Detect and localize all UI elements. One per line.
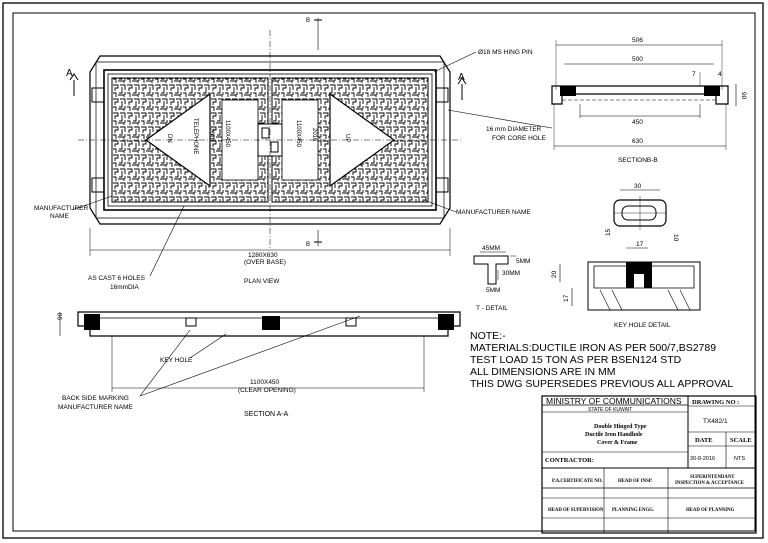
notes-block: NOTE:- MATERIALS:DUCTILE IRON AS PER 500… (470, 330, 733, 390)
scale-value: NTS (734, 456, 745, 462)
back-side-label-2: MANUFACTURER NAME (58, 404, 133, 411)
note-line: TEST LOAD 15 TON AS PER BSEN124 STD (470, 354, 682, 366)
title-block (541, 395, 757, 534)
section-aa-drawing (59, 311, 461, 397)
sheet-inner-border (12, 12, 756, 532)
note-line: ALL DIMENSIONS ARE IN MM (470, 366, 616, 378)
section-a-right-label: A (458, 72, 465, 83)
section-b-bottom-label: B (306, 242, 310, 248)
planning-engg-label: PLANNING ENGG. (612, 508, 654, 513)
state-label: STATE OF KUWAIT (588, 407, 632, 413)
head-planning-label: HEAD OF PLANNING (686, 508, 735, 513)
key-hole-drawing (559, 189, 701, 311)
kh-dim-17-top: 17 (636, 241, 644, 248)
ministry-title: MINISTRY OF COMMUNICATIONS (546, 396, 682, 406)
cast-holes-label-2: 16mmDIA (110, 284, 140, 291)
plan-view (69, 18, 553, 277)
description-line-2: Ductile Iron Handhole (585, 432, 643, 438)
section-b-top-label: B (306, 18, 310, 24)
section-a-left-label: A (66, 68, 73, 79)
cast-holes-label-1: AS CAST 6 HOLES (88, 275, 146, 282)
t-detail-title: T - DETAIL (476, 305, 508, 312)
t-detail-drawing (473, 251, 516, 285)
kh-dim-30: 30 (634, 183, 642, 190)
note-line: THIS DWG SUPERSEDES PREVIOUS ALL APPROVA… (470, 378, 734, 390)
superintendant-label-1: SUPERINTENDANT (690, 475, 735, 480)
notes-heading: NOTE:- (470, 330, 506, 342)
drawing-no-label: DRAWING NO : (692, 399, 739, 406)
t-dim-5-bottom: 5MM (486, 287, 500, 294)
aa-dim-90: 90 (57, 312, 64, 320)
hinge-pin-label: Ø18 MS HING PIN (478, 49, 533, 56)
telephone-text: TELEPHONE (192, 118, 198, 154)
pa-certificate-label: P.A.CERTIFICATE NO. (552, 479, 603, 484)
bb-dim-450: 450 (632, 119, 643, 126)
clear-dim-label: 1100X450 (250, 379, 280, 386)
right-cover-text: 1100X450 2016 UP (295, 120, 350, 148)
core-hole-label-2: FOR CORE HOLE (492, 135, 546, 142)
bb-dim-90: 90 (740, 92, 747, 100)
overall-dim-label: 1280X630 (248, 252, 278, 259)
description-line-3: Cover & Frame (597, 440, 638, 446)
back-side-label-1: BACK SIDE MARKING (62, 395, 129, 402)
bb-dim-630: 630 (632, 138, 643, 145)
t-dim-30: 30MM (502, 270, 520, 277)
key-hole-label: KEY HOLE (160, 357, 193, 364)
right-cover-year-text: 2016 (311, 128, 317, 142)
drawing-number: TX482/1 (703, 418, 728, 425)
t-dim-5-top: 5MM (516, 258, 530, 265)
note-line: MATERIALS:DUCTILE IRON AS PER 500/7,BS27… (470, 342, 717, 354)
left-cover-year-text: 2016 (208, 128, 214, 142)
t-dim-45: 45MM (482, 245, 500, 252)
bb-dim-500: 500 (632, 56, 643, 63)
kh-dim-15: 15 (605, 228, 612, 236)
scale-label: SCALE (730, 437, 752, 444)
kh-dim-20: 20 (551, 270, 558, 278)
left-cover-size-text: 1100X450 (224, 120, 230, 148)
left-cover-text: TELEPHONE 1100X450 2016 DN (166, 118, 230, 154)
date-label: DATE (695, 437, 713, 444)
manufacturer-left-label-1: MANUFACTURER (34, 205, 88, 212)
clear-dim-sublabel: (CLEAR OPENING) (238, 387, 296, 394)
date-value: 30-8-2016 (690, 456, 715, 462)
overall-dim-sublabel: (OVER BASE) (244, 259, 286, 266)
core-hole-label-1: 16 mm DIAMETER (486, 126, 542, 133)
key-hole-title: KEY HOLE DETAIL (614, 322, 671, 329)
bb-dim-7: 7 (692, 71, 696, 78)
right-cover-up-text: UP (344, 134, 350, 142)
section-aa-title: SECTION A-A (244, 411, 289, 418)
section-bb-drawing (551, 40, 737, 150)
manufacturer-left-label-2: NAME (50, 213, 69, 220)
description-line-1: Double Hinged Type (594, 424, 647, 430)
kh-dim-17-side: 17 (563, 294, 570, 302)
superintendant-label-2: INSPECTION & ACCEPTANCE (675, 481, 744, 486)
bb-dim-506: 506 (632, 37, 643, 44)
kh-dim-10: 10 (672, 234, 679, 242)
plan-view-title: PLAN VIEW (244, 278, 280, 285)
manufacturer-right-label: MANUFACTURER NAME (456, 209, 531, 216)
head-insp-label: HEAD OF INSP. (618, 479, 652, 484)
section-bb-title: SECTIONB-B (618, 157, 658, 164)
right-cover-size-text: 1100X450 (295, 120, 301, 148)
head-supervision-label: HEAD OF SUPERVISION (548, 508, 604, 513)
left-cover-dn-text: DN (166, 134, 172, 143)
contractor-label: CONTRACTOR: (545, 457, 594, 464)
bb-dim-4: 4 (718, 71, 722, 78)
